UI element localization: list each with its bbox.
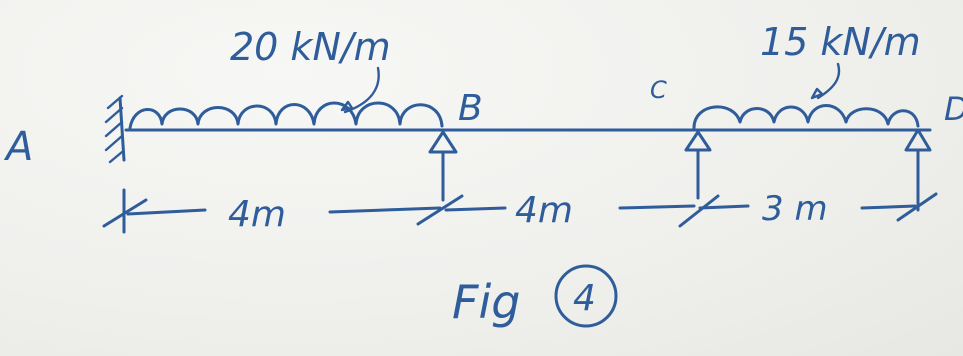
- roller-support-d: [904, 128, 932, 212]
- figure-number: 4: [573, 278, 596, 319]
- dim-slash-d: [896, 192, 938, 222]
- right-load-label: 15 kN/m: [760, 20, 921, 64]
- dim-line-bc-left: [444, 206, 507, 212]
- span-label-cd: 3 m: [762, 189, 828, 229]
- right-load-leader-head: [810, 87, 824, 100]
- dim-line-ab-left: [126, 208, 207, 216]
- point-label-b: B: [458, 88, 483, 129]
- dim-line-cd-left: [698, 204, 750, 210]
- dim-line-cd-right: [860, 204, 917, 210]
- dim-line-ab-right: [328, 206, 442, 214]
- point-label-c: C: [650, 76, 667, 104]
- dim-line-bc-right: [618, 204, 696, 210]
- span-label-ab: 4m: [228, 194, 286, 235]
- right-load-leader: [816, 62, 841, 100]
- udl-right: [692, 104, 920, 130]
- point-label-a: A: [3, 124, 33, 170]
- dim-slash-c: [678, 194, 720, 228]
- figure-number-circle: [554, 264, 618, 328]
- dim-slash-a: [102, 198, 148, 228]
- left-load-label: 20 kN/m: [230, 25, 391, 69]
- fixed-support-hatching: [104, 94, 124, 164]
- udl-left: [128, 101, 444, 130]
- figure-caption-prefix: Fig: [452, 275, 520, 329]
- point-label-d: D: [944, 90, 963, 128]
- roller-support-b: [428, 130, 458, 202]
- dim-slash-b: [416, 194, 464, 226]
- roller-support-c: [684, 130, 712, 200]
- span-label-bc: 4m: [515, 190, 573, 231]
